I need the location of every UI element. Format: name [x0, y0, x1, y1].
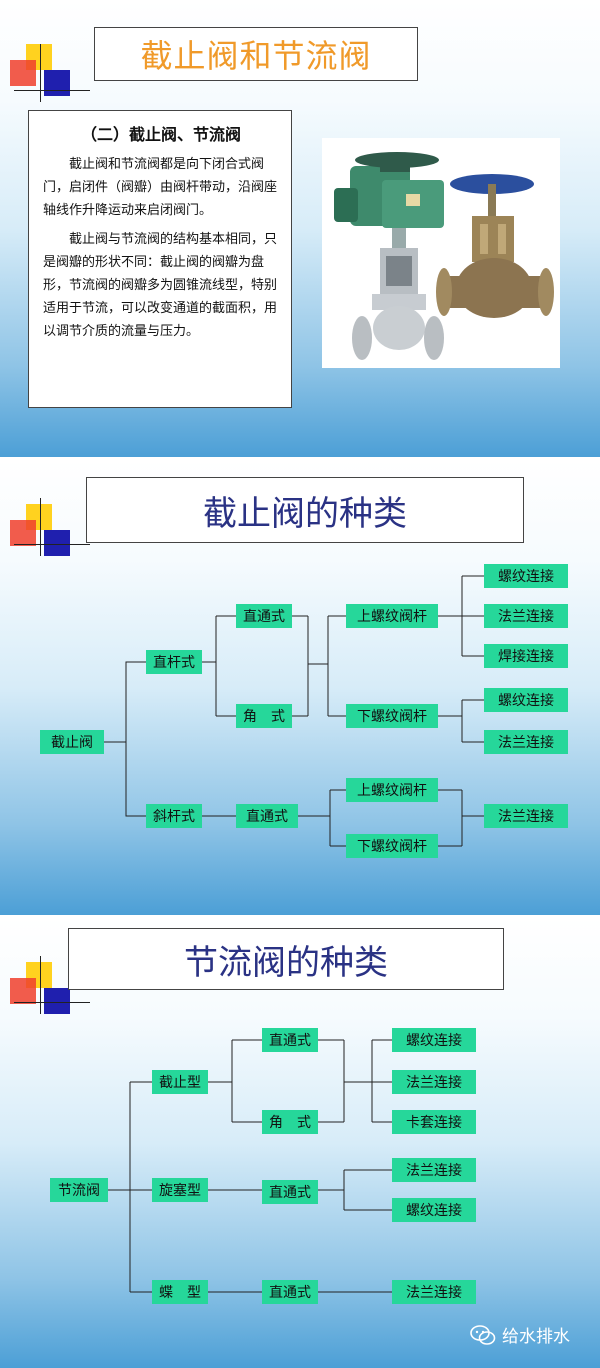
connector-lines: [104, 575, 484, 847]
node-plug-straight-through: 直通式: [262, 1180, 318, 1204]
node-lower-thread-stem-2: 下螺纹阀杆: [346, 834, 438, 858]
node-oblique-stem: 斜杆式: [146, 804, 202, 828]
node-straight-through: 直通式: [262, 1028, 318, 1052]
node-ferrule-connection: 卡套连接: [392, 1110, 476, 1134]
node-angle: 角 式: [262, 1110, 318, 1134]
corner-decoration: [0, 0, 90, 110]
node-flange-connection: 法兰连接: [484, 604, 568, 628]
node-thread-connection: 螺纹连接: [484, 564, 568, 588]
corner-decoration: [0, 918, 90, 1028]
node-butterfly-flange: 法兰连接: [392, 1280, 476, 1304]
node-thread-connection-2: 螺纹连接: [484, 688, 568, 712]
watermark-text: 给水排水: [502, 1327, 570, 1347]
node-oblique-straight-through: 直通式: [236, 804, 298, 828]
page-title-text: 截止阀和节流阀: [140, 37, 372, 75]
corner-decoration: [0, 460, 90, 570]
node-upper-thread-stem: 上螺纹阀杆: [346, 604, 438, 628]
node-globe-valve: 截止阀: [40, 730, 104, 754]
node-plug-type: 旋塞型: [152, 1178, 208, 1202]
description-paragraph-1: 截止阀和节流阀都是向下闭合式阀门，启闭件（阀瓣）由阀杆带动，沿阀座轴线作升降运动…: [43, 157, 278, 218]
node-straight-stem: 直杆式: [146, 650, 202, 674]
connector-lines: [108, 1039, 392, 1293]
node-flange-connection-3: 法兰连接: [484, 804, 568, 828]
slide-globe-valve-types: 截止阀的种类: [0, 460, 600, 915]
wechat-icon: [470, 1324, 496, 1345]
node-angle: 角 式: [236, 704, 292, 728]
node-thread-connection: 螺纹连接: [392, 1028, 476, 1052]
node-butterfly-type: 蝶 型: [152, 1280, 208, 1304]
node-butterfly-straight-through: 直通式: [262, 1280, 318, 1304]
page-title: 节流阀的种类: [68, 928, 504, 990]
node-straight-through: 直通式: [236, 604, 292, 628]
node-throttle-valve: 节流阀: [50, 1178, 108, 1202]
page-title: 截止阀的种类: [86, 477, 524, 543]
node-plug-flange: 法兰连接: [392, 1158, 476, 1182]
slide-overview: 截止阀和节流阀 （二）截止阀、节流阀 截止阀和节流阀都是向下闭合式阀门，启闭件（…: [0, 0, 600, 457]
page-title: 截止阀和节流阀: [94, 27, 418, 81]
valve-photo: [322, 138, 560, 368]
description-panel: （二）截止阀、节流阀 截止阀和节流阀都是向下闭合式阀门，启闭件（阀瓣）由阀杆带动…: [28, 110, 292, 408]
section-heading: （二）截止阀、节流阀: [80, 125, 241, 144]
slide-throttle-valve-types: 节流阀的种类: [0, 918, 600, 1368]
node-weld-connection: 焊接连接: [484, 644, 568, 668]
node-globe-type: 截止型: [152, 1070, 208, 1094]
page-title-text: 节流阀的种类: [184, 942, 388, 983]
page-title-text: 截止阀的种类: [203, 493, 407, 534]
node-plug-thread: 螺纹连接: [392, 1198, 476, 1222]
node-flange-connection: 法兰连接: [392, 1070, 476, 1094]
node-flange-connection-2: 法兰连接: [484, 730, 568, 754]
description-paragraph-2: 截止阀与节流阀的结构基本相同，只是阀瓣的形状不同：截止阀的阀瓣为盘形，节流阀的阀…: [43, 232, 278, 339]
node-upper-thread-stem-2: 上螺纹阀杆: [346, 778, 438, 802]
watermark: 给水排水: [470, 1322, 570, 1347]
node-lower-thread-stem: 下螺纹阀杆: [346, 704, 438, 728]
